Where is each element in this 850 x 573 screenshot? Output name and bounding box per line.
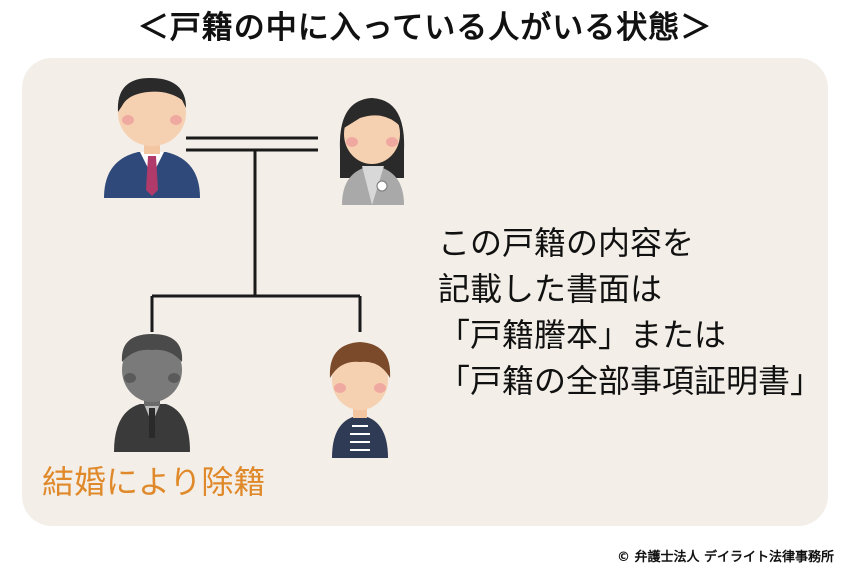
copyright-notice: © 弁護士法人 デイライト法律事務所 (616, 550, 834, 565)
description-line: 記載した書面は (438, 270, 663, 308)
description-line: 「戸籍謄本」または (438, 316, 727, 354)
description-line: この戸籍の内容を (438, 224, 695, 262)
girl-in-striped-shirt-icon (329, 342, 391, 458)
removed-by-marriage-note: 結婚により除籍 (42, 463, 266, 501)
description-text: この戸籍の内容を 記載した書面は 「戸籍謄本」または 「戸籍の全部事項証明書」 (438, 220, 822, 404)
woman-in-cardigan-icon (339, 98, 405, 205)
page-title: ＜戸籍の中に入っている人がいる状態＞ (137, 10, 713, 46)
description-line: 「戸籍の全部事項証明書」 (438, 362, 823, 400)
children-connector (150, 150, 362, 332)
man-grayed-out-icon (114, 334, 190, 452)
marriage-connector (186, 136, 318, 152)
man-in-suit-icon (104, 78, 200, 198)
